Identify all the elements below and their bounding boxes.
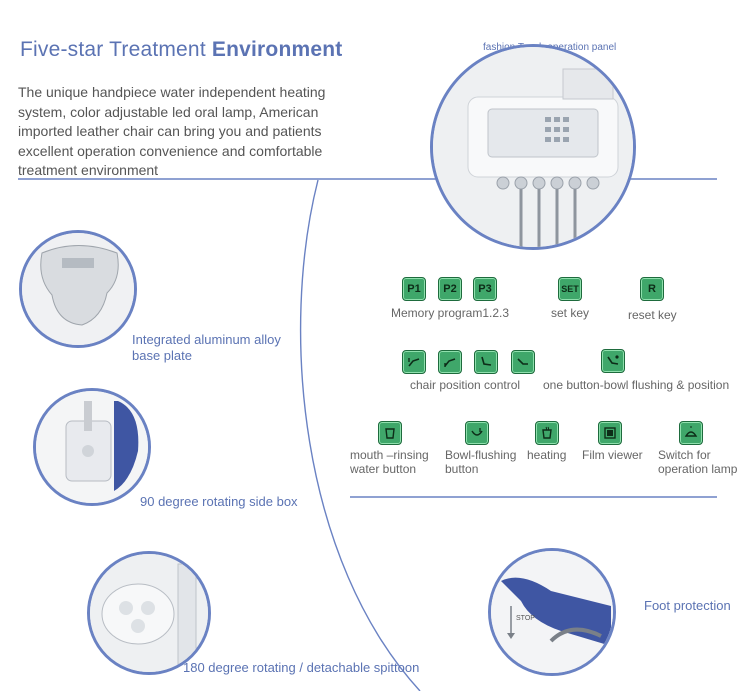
backrest-up-key[interactable] (474, 350, 498, 374)
set-key-label: set key (551, 306, 590, 320)
chair-icon (481, 356, 492, 366)
touch-panel-image (430, 44, 636, 250)
chair-icon (444, 358, 456, 367)
heating-icon (542, 426, 552, 439)
spittoon-caption: 180 degree rotating / detachable spittoo… (183, 660, 420, 675)
p3-key[interactable]: P3 (473, 277, 497, 301)
intro-text: The unique handpiece water independent h… (18, 84, 326, 178)
chair-icon (607, 355, 619, 365)
p2-key[interactable]: P2 (438, 277, 462, 301)
page-title: Five-star Treatment Environment (20, 38, 343, 61)
arc-divider (299, 179, 421, 691)
operation-lamp-label: Switch for operation lamp (658, 448, 738, 476)
film-viewer-icon (604, 427, 616, 439)
foot-protection-caption: Foot protection (644, 598, 731, 613)
side-box-caption: 90 degree rotating side box (140, 494, 298, 509)
bowl-position-label: one button-bowl flushing & position (543, 378, 730, 392)
chair-down-key[interactable] (438, 350, 462, 374)
reset-key[interactable]: R (640, 277, 664, 301)
chair-up-key[interactable] (402, 350, 426, 374)
reset-key-label: reset key (628, 308, 677, 322)
stop-label: STOP (516, 615, 535, 622)
heating-key[interactable] (535, 421, 559, 445)
side-box-image (33, 388, 151, 506)
spittoon-image (87, 551, 211, 675)
mouth-rinsing-label: mouth –rinsing water button (350, 448, 429, 476)
cup-icon (385, 428, 395, 439)
mouth-rinsing-key[interactable] (378, 421, 402, 445)
bowl-flushing-key[interactable] (465, 421, 489, 445)
foot-protection-image (488, 548, 616, 676)
base-plate-image (19, 230, 137, 348)
p1-key[interactable]: P1 (402, 277, 426, 301)
backrest-down-key[interactable] (511, 350, 535, 374)
chair-icon (517, 358, 528, 365)
film-viewer-key[interactable] (598, 421, 622, 445)
heating-label: heating (527, 448, 567, 462)
lamp-icon (684, 426, 698, 437)
operation-lamp-key[interactable] (679, 421, 703, 445)
film-viewer-label: Film viewer (582, 448, 643, 462)
set-key[interactable]: SET (558, 277, 582, 301)
bowl-position-key[interactable] (601, 349, 625, 373)
bowl-flushing-label: Bowl-flushing button (445, 448, 517, 476)
bowl-icon (471, 428, 483, 436)
chair-icon (408, 358, 420, 367)
memory-program-label: Memory program1.2.3 (391, 306, 510, 320)
chair-position-label: chair position control (410, 378, 521, 392)
base-plate-caption: Integrated aluminum alloy base plate (132, 332, 281, 363)
